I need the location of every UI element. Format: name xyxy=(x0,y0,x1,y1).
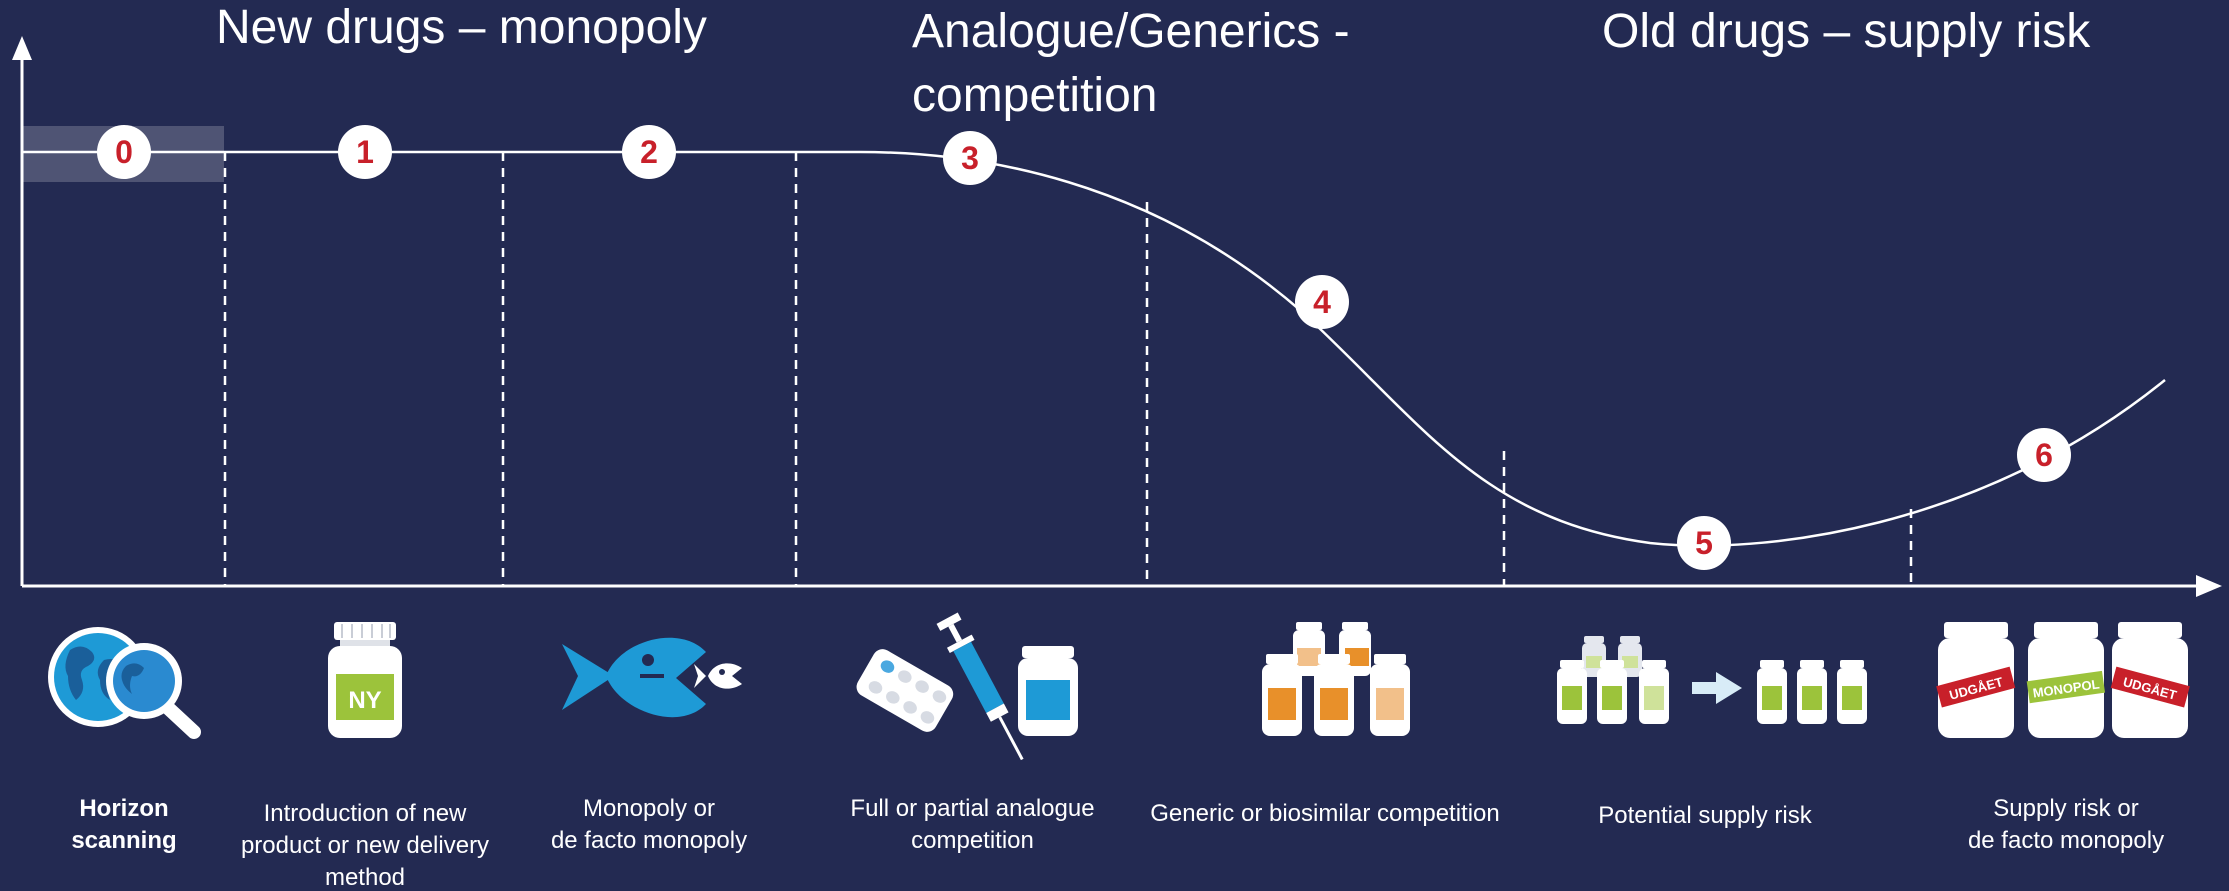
phase-title-old-drugs: Old drugs – supply risk xyxy=(1602,5,2091,58)
caption-line: Monopoly or xyxy=(582,795,716,822)
caption-line: Full or partial analogue xyxy=(850,795,1095,822)
stage-number-4: 4 xyxy=(1313,284,1331,320)
bottle-label-ny: NY xyxy=(348,687,381,714)
caption-line: Introduction of new xyxy=(263,800,467,827)
new-drug-bottle-icon: NY xyxy=(328,622,402,738)
caption-line: competition xyxy=(911,827,1034,854)
stage-number-5: 5 xyxy=(1695,525,1713,561)
caption-line: Potential supply risk xyxy=(1598,802,1812,829)
stage-marker-3: 3 xyxy=(943,131,997,185)
x-axis-arrow xyxy=(2196,575,2222,597)
caption-analogue-competition: Full or partial analogue competition xyxy=(830,793,1115,857)
stage-marker-2: 2 xyxy=(622,125,676,179)
caption-supply-risk-monopoly: Supply risk or de facto monopoly xyxy=(1930,793,2202,857)
caption-generic-competition: Generic or biosimilar competition xyxy=(1130,798,1520,830)
caption-line: de facto monopoly xyxy=(1967,827,2165,854)
stage-number-1: 1 xyxy=(356,134,374,170)
caption-potential-supply-risk: Potential supply risk xyxy=(1560,800,1850,832)
stage-markers: 0 1 2 3 4 5 6 xyxy=(97,125,2071,570)
caption-line: scanning xyxy=(71,827,177,854)
phase-title-analogue-line1: Analogue/Generics - xyxy=(912,5,1350,58)
caption-line: method xyxy=(324,864,406,891)
caption-line: Horizon xyxy=(79,795,169,822)
stage-marker-6: 6 xyxy=(2017,428,2071,482)
caption-monopoly: Monopoly or de facto monopoly xyxy=(519,793,779,857)
caption-line: Supply risk or xyxy=(1993,795,2139,822)
stage-number-6: 6 xyxy=(2035,437,2053,473)
caption-horizon-scanning: Horizon scanning xyxy=(24,793,224,857)
stage-number-0: 0 xyxy=(115,134,133,170)
stage-marker-1: 1 xyxy=(338,125,392,179)
caption-line: Generic or biosimilar competition xyxy=(1150,800,1500,827)
phase-title-analogue-line2: competition xyxy=(912,69,1158,122)
caption-introduction: Introduction of new product or new deliv… xyxy=(220,798,510,891)
globe-magnifier-icon xyxy=(48,627,201,739)
right-arrow-icon xyxy=(1692,672,1742,704)
stage-marker-4: 4 xyxy=(1295,275,1349,329)
phase-title-new-drugs: New drugs – monopoly xyxy=(216,1,707,54)
big-fish-eats-small-fish-icon xyxy=(562,637,742,718)
multiple-bottles-icon xyxy=(1262,622,1410,736)
caption-line: de facto monopoly xyxy=(550,827,748,854)
bottles-arrow-icon xyxy=(1557,636,1867,724)
discontinued-bottles-icon: UDGÅET MONOPOL UDGÅET xyxy=(1936,622,2190,738)
lifecycle-curve xyxy=(22,150,2166,547)
stage-number-2: 2 xyxy=(640,134,658,170)
stage-number-3: 3 xyxy=(961,140,979,176)
pills-syringe-bottle-icon xyxy=(856,612,1078,761)
y-axis-arrow xyxy=(12,36,32,60)
stage-marker-0: 0 xyxy=(97,125,151,179)
stage-marker-5: 5 xyxy=(1677,516,1731,570)
phase-title-analogue-generics: Analogue/Generics - competition xyxy=(912,0,1350,128)
caption-line: product or new delivery xyxy=(240,832,490,859)
stage-separators xyxy=(223,152,1913,586)
